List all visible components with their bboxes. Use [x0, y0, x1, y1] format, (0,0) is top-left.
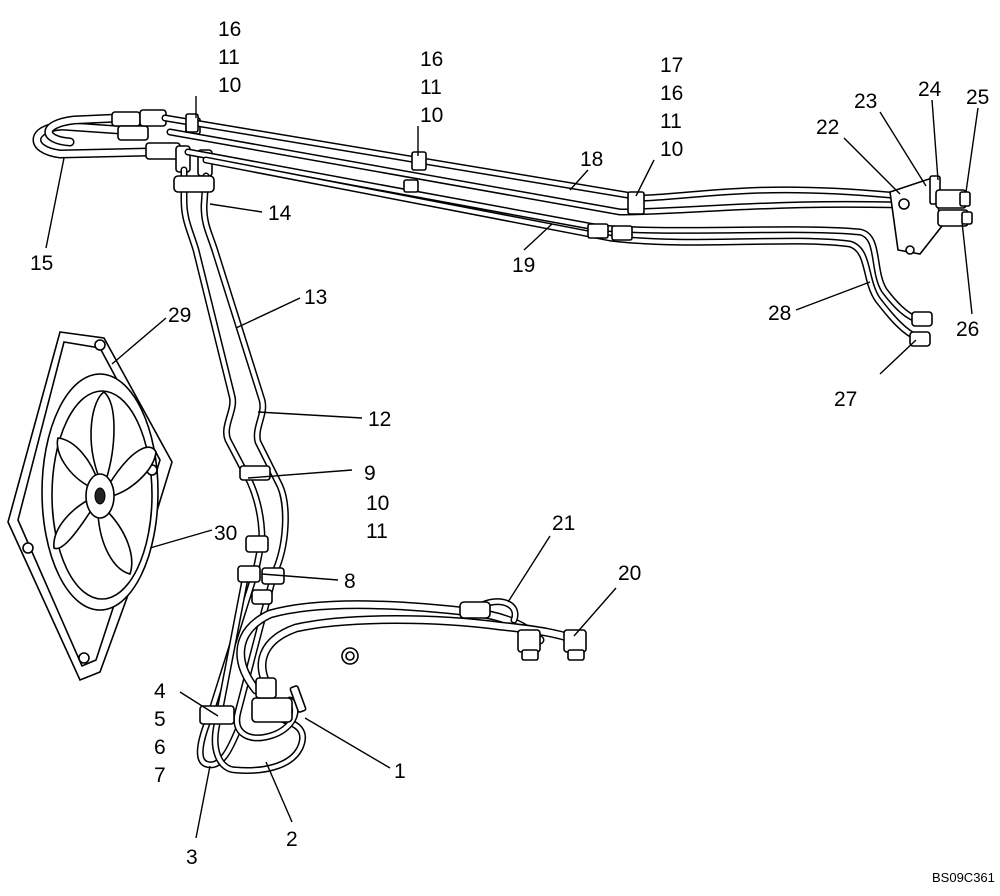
callout-3: 3	[186, 846, 198, 869]
callout-27: 27	[834, 388, 857, 411]
tube-clamps	[185, 113, 645, 241]
callout-12: 12	[368, 408, 391, 431]
callout-5: 5	[154, 708, 166, 731]
callout-1: 1	[394, 760, 406, 783]
callout-7: 7	[154, 764, 166, 787]
callout-30: 30	[214, 522, 237, 545]
callout-4: 4	[154, 680, 166, 703]
callout-11: 11	[660, 110, 682, 133]
callout-10: 10	[218, 74, 241, 97]
hoses-20-21	[236, 598, 587, 695]
callout-2: 2	[286, 828, 298, 851]
right-bracket	[889, 175, 973, 255]
callout-13: 13	[304, 286, 327, 309]
callout-19: 19	[512, 254, 535, 277]
callout-11: 11	[366, 520, 388, 543]
right-end-fittings	[909, 311, 933, 347]
callout-29: 29	[168, 304, 191, 327]
callout-18: 18	[580, 148, 603, 171]
callout-28: 28	[768, 302, 791, 325]
callout-21: 21	[552, 512, 575, 535]
hose-loop	[32, 113, 155, 159]
callout-17: 17	[660, 54, 683, 77]
drawing-code: BS09C361	[932, 870, 995, 885]
callout-16: 16	[218, 18, 241, 41]
callout-16: 16	[420, 48, 443, 71]
leader-lines	[45, 96, 979, 839]
callout-24: 24	[918, 78, 942, 101]
callout-10: 10	[366, 492, 389, 515]
vertical-tubes	[173, 166, 289, 578]
callout-15: 15	[30, 252, 53, 275]
callout-16: 16	[660, 82, 683, 105]
callout-26: 26	[956, 318, 979, 341]
callout-11: 11	[218, 46, 240, 69]
callout-25: 25	[966, 86, 989, 109]
upper-tubes	[161, 114, 934, 342]
callout-23: 23	[854, 90, 877, 113]
callout-labels: 1 2 3 4 5 6 7 8 9 10 11 12 13 14 15 16 1…	[30, 18, 989, 869]
callout-14: 14	[268, 202, 292, 225]
callout-11: 11	[420, 76, 442, 99]
callout-10: 10	[660, 138, 683, 161]
fan-blades	[53, 390, 157, 575]
callout-20: 20	[618, 562, 641, 585]
callout-22: 22	[816, 116, 839, 139]
callout-6: 6	[154, 736, 166, 759]
callout-9: 9	[364, 462, 376, 485]
callout-10: 10	[420, 104, 443, 127]
callout-8: 8	[344, 570, 356, 593]
